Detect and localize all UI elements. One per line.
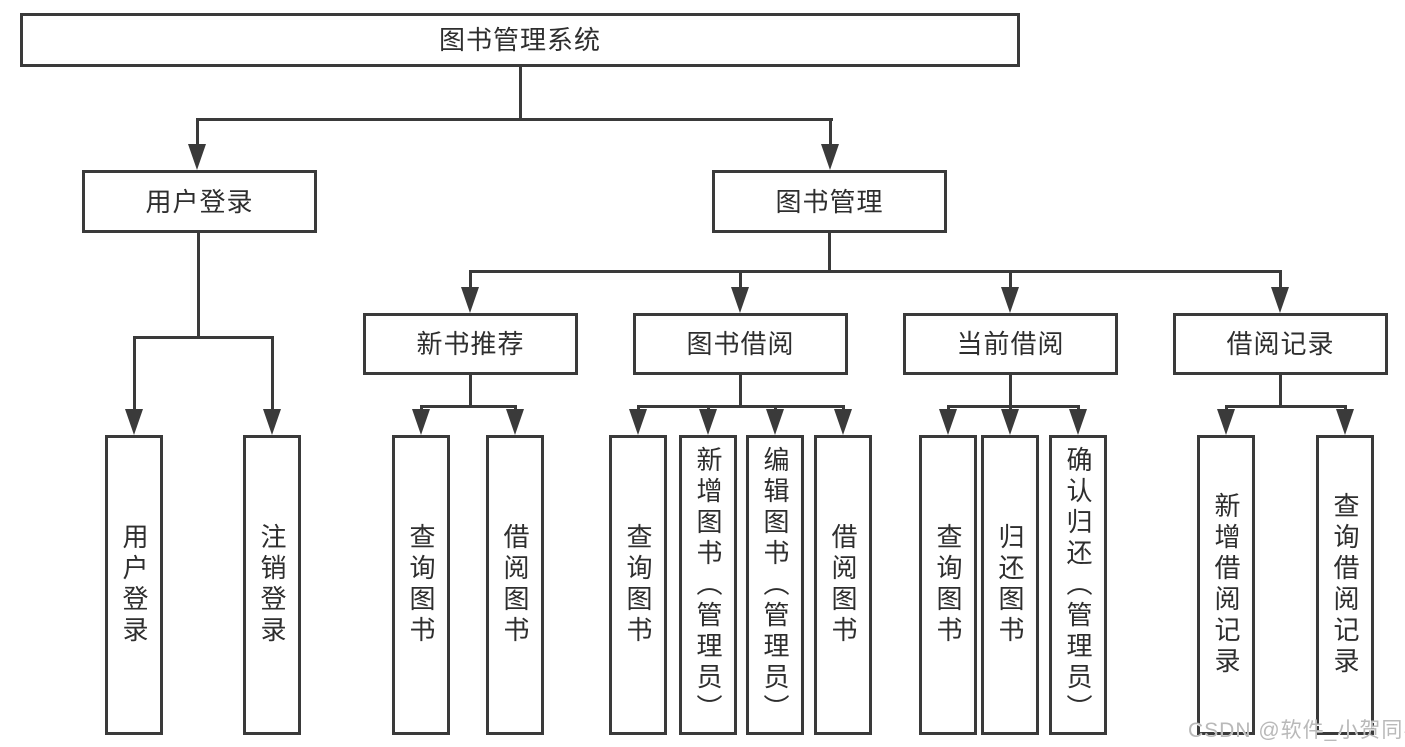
arrowhead-down-icon bbox=[1336, 409, 1354, 435]
arrowhead-down-icon bbox=[412, 409, 430, 435]
node-label: 用户登录 bbox=[145, 186, 254, 217]
node-label: 图书管理 bbox=[775, 186, 884, 217]
connector-line bbox=[1225, 405, 1347, 408]
node-br-query-record: 查询借阅记录 bbox=[1316, 435, 1374, 735]
node-label: 查询图书 bbox=[933, 523, 963, 647]
node-label: 编辑图书（管理员） bbox=[760, 445, 790, 725]
node-label: 图书管理系统 bbox=[438, 25, 601, 55]
connector-line bbox=[133, 336, 136, 412]
connector-line bbox=[1279, 374, 1282, 407]
connector-line bbox=[947, 405, 1080, 408]
arrowhead-down-icon bbox=[188, 144, 206, 170]
node-label: 归还图书 bbox=[995, 523, 1025, 647]
node-label: 借阅图书 bbox=[500, 523, 530, 647]
node-book-mgmt: 图书管理 bbox=[712, 170, 947, 233]
node-label: 确认归还（管理员） bbox=[1063, 445, 1093, 725]
connector-line bbox=[739, 270, 742, 290]
node-cb-confirm-return-admin: 确认归还（管理员） bbox=[1049, 435, 1107, 735]
node-label: 新增借阅记录 bbox=[1211, 492, 1241, 678]
arrowhead-down-icon bbox=[699, 409, 717, 435]
arrowhead-down-icon bbox=[506, 409, 524, 435]
connector-line bbox=[271, 336, 274, 412]
node-user-login: 用户登录 bbox=[82, 170, 317, 233]
node-logout: 注销登录 bbox=[243, 435, 301, 735]
connector-line bbox=[637, 405, 845, 408]
arrowhead-down-icon bbox=[629, 409, 647, 435]
node-label: 查询图书 bbox=[406, 523, 436, 647]
node-label: 查询借阅记录 bbox=[1330, 492, 1360, 678]
arrowhead-down-icon bbox=[263, 409, 281, 435]
node-bb-edit-book-admin: 编辑图书（管理员） bbox=[746, 435, 804, 735]
node-bb-borrow-book: 借阅图书 bbox=[814, 435, 872, 735]
connector-line bbox=[196, 118, 833, 121]
connector-line bbox=[469, 270, 1282, 273]
connector-line bbox=[469, 374, 472, 407]
connector-line bbox=[469, 270, 472, 290]
connector-line bbox=[1009, 270, 1012, 290]
node-cb-query-book: 查询图书 bbox=[919, 435, 977, 735]
connector-line bbox=[1009, 374, 1012, 407]
arrowhead-down-icon bbox=[821, 144, 839, 170]
arrowhead-down-icon bbox=[1001, 409, 1019, 435]
node-login: 用户登录 bbox=[105, 435, 163, 735]
node-label: 当前借阅 bbox=[956, 329, 1065, 359]
arrowhead-down-icon bbox=[1001, 287, 1019, 313]
node-current-borrow: 当前借阅 bbox=[903, 313, 1118, 375]
connector-line bbox=[197, 232, 200, 339]
connector-line bbox=[828, 231, 831, 272]
node-label: 注销登录 bbox=[257, 523, 287, 647]
arrowhead-down-icon bbox=[1217, 409, 1235, 435]
node-label: 图书借阅 bbox=[686, 329, 795, 359]
node-nbr-query-book: 查询图书 bbox=[392, 435, 450, 735]
node-label: 借阅记录 bbox=[1226, 329, 1335, 359]
connector-line bbox=[519, 66, 522, 121]
arrowhead-down-icon bbox=[731, 287, 749, 313]
node-bb-add-book-admin: 新增图书（管理员） bbox=[679, 435, 737, 735]
connector-line bbox=[133, 336, 274, 339]
connector-line bbox=[739, 374, 742, 407]
node-root: 图书管理系统 bbox=[20, 13, 1020, 67]
arrowhead-down-icon bbox=[1069, 409, 1087, 435]
node-nbr-borrow-book: 借阅图书 bbox=[486, 435, 544, 735]
connector-line bbox=[1279, 270, 1282, 290]
connector-line bbox=[829, 118, 832, 146]
arrowhead-down-icon bbox=[125, 409, 143, 435]
watermark: CSDN @软件_小贺同学 bbox=[1188, 719, 1405, 742]
node-label: 查询图书 bbox=[623, 523, 653, 647]
node-bb-query-book: 查询图书 bbox=[609, 435, 667, 735]
arrowhead-down-icon bbox=[1271, 287, 1289, 313]
connector-line bbox=[420, 405, 517, 408]
node-label: 新增图书（管理员） bbox=[693, 445, 723, 725]
arrowhead-down-icon bbox=[766, 409, 784, 435]
node-new-book-rec: 新书推荐 bbox=[363, 313, 578, 375]
node-cb-return-book: 归还图书 bbox=[981, 435, 1039, 735]
arrowhead-down-icon bbox=[834, 409, 852, 435]
node-label: 新书推荐 bbox=[416, 329, 525, 359]
node-book-borrow: 图书借阅 bbox=[633, 313, 848, 375]
arrowhead-down-icon bbox=[939, 409, 957, 435]
node-label: 用户登录 bbox=[119, 523, 149, 647]
node-br-add-record: 新增借阅记录 bbox=[1197, 435, 1255, 735]
node-label: 借阅图书 bbox=[828, 523, 858, 647]
node-borrow-records: 借阅记录 bbox=[1173, 313, 1388, 375]
arrowhead-down-icon bbox=[461, 287, 479, 313]
connector-line bbox=[196, 118, 199, 146]
